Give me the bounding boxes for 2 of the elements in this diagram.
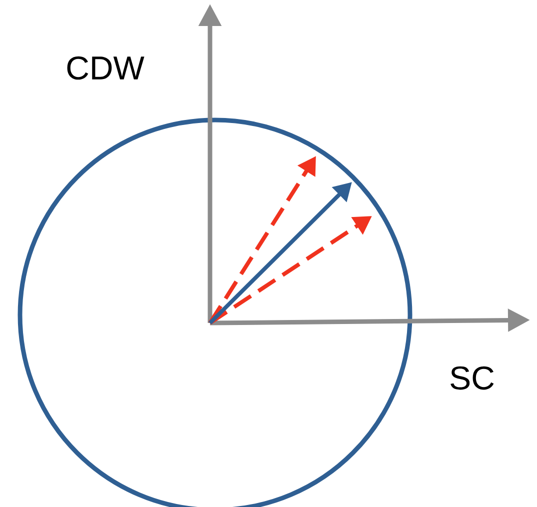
axis-label: SC (450, 366, 494, 390)
axis-label: CDW (67, 56, 144, 80)
